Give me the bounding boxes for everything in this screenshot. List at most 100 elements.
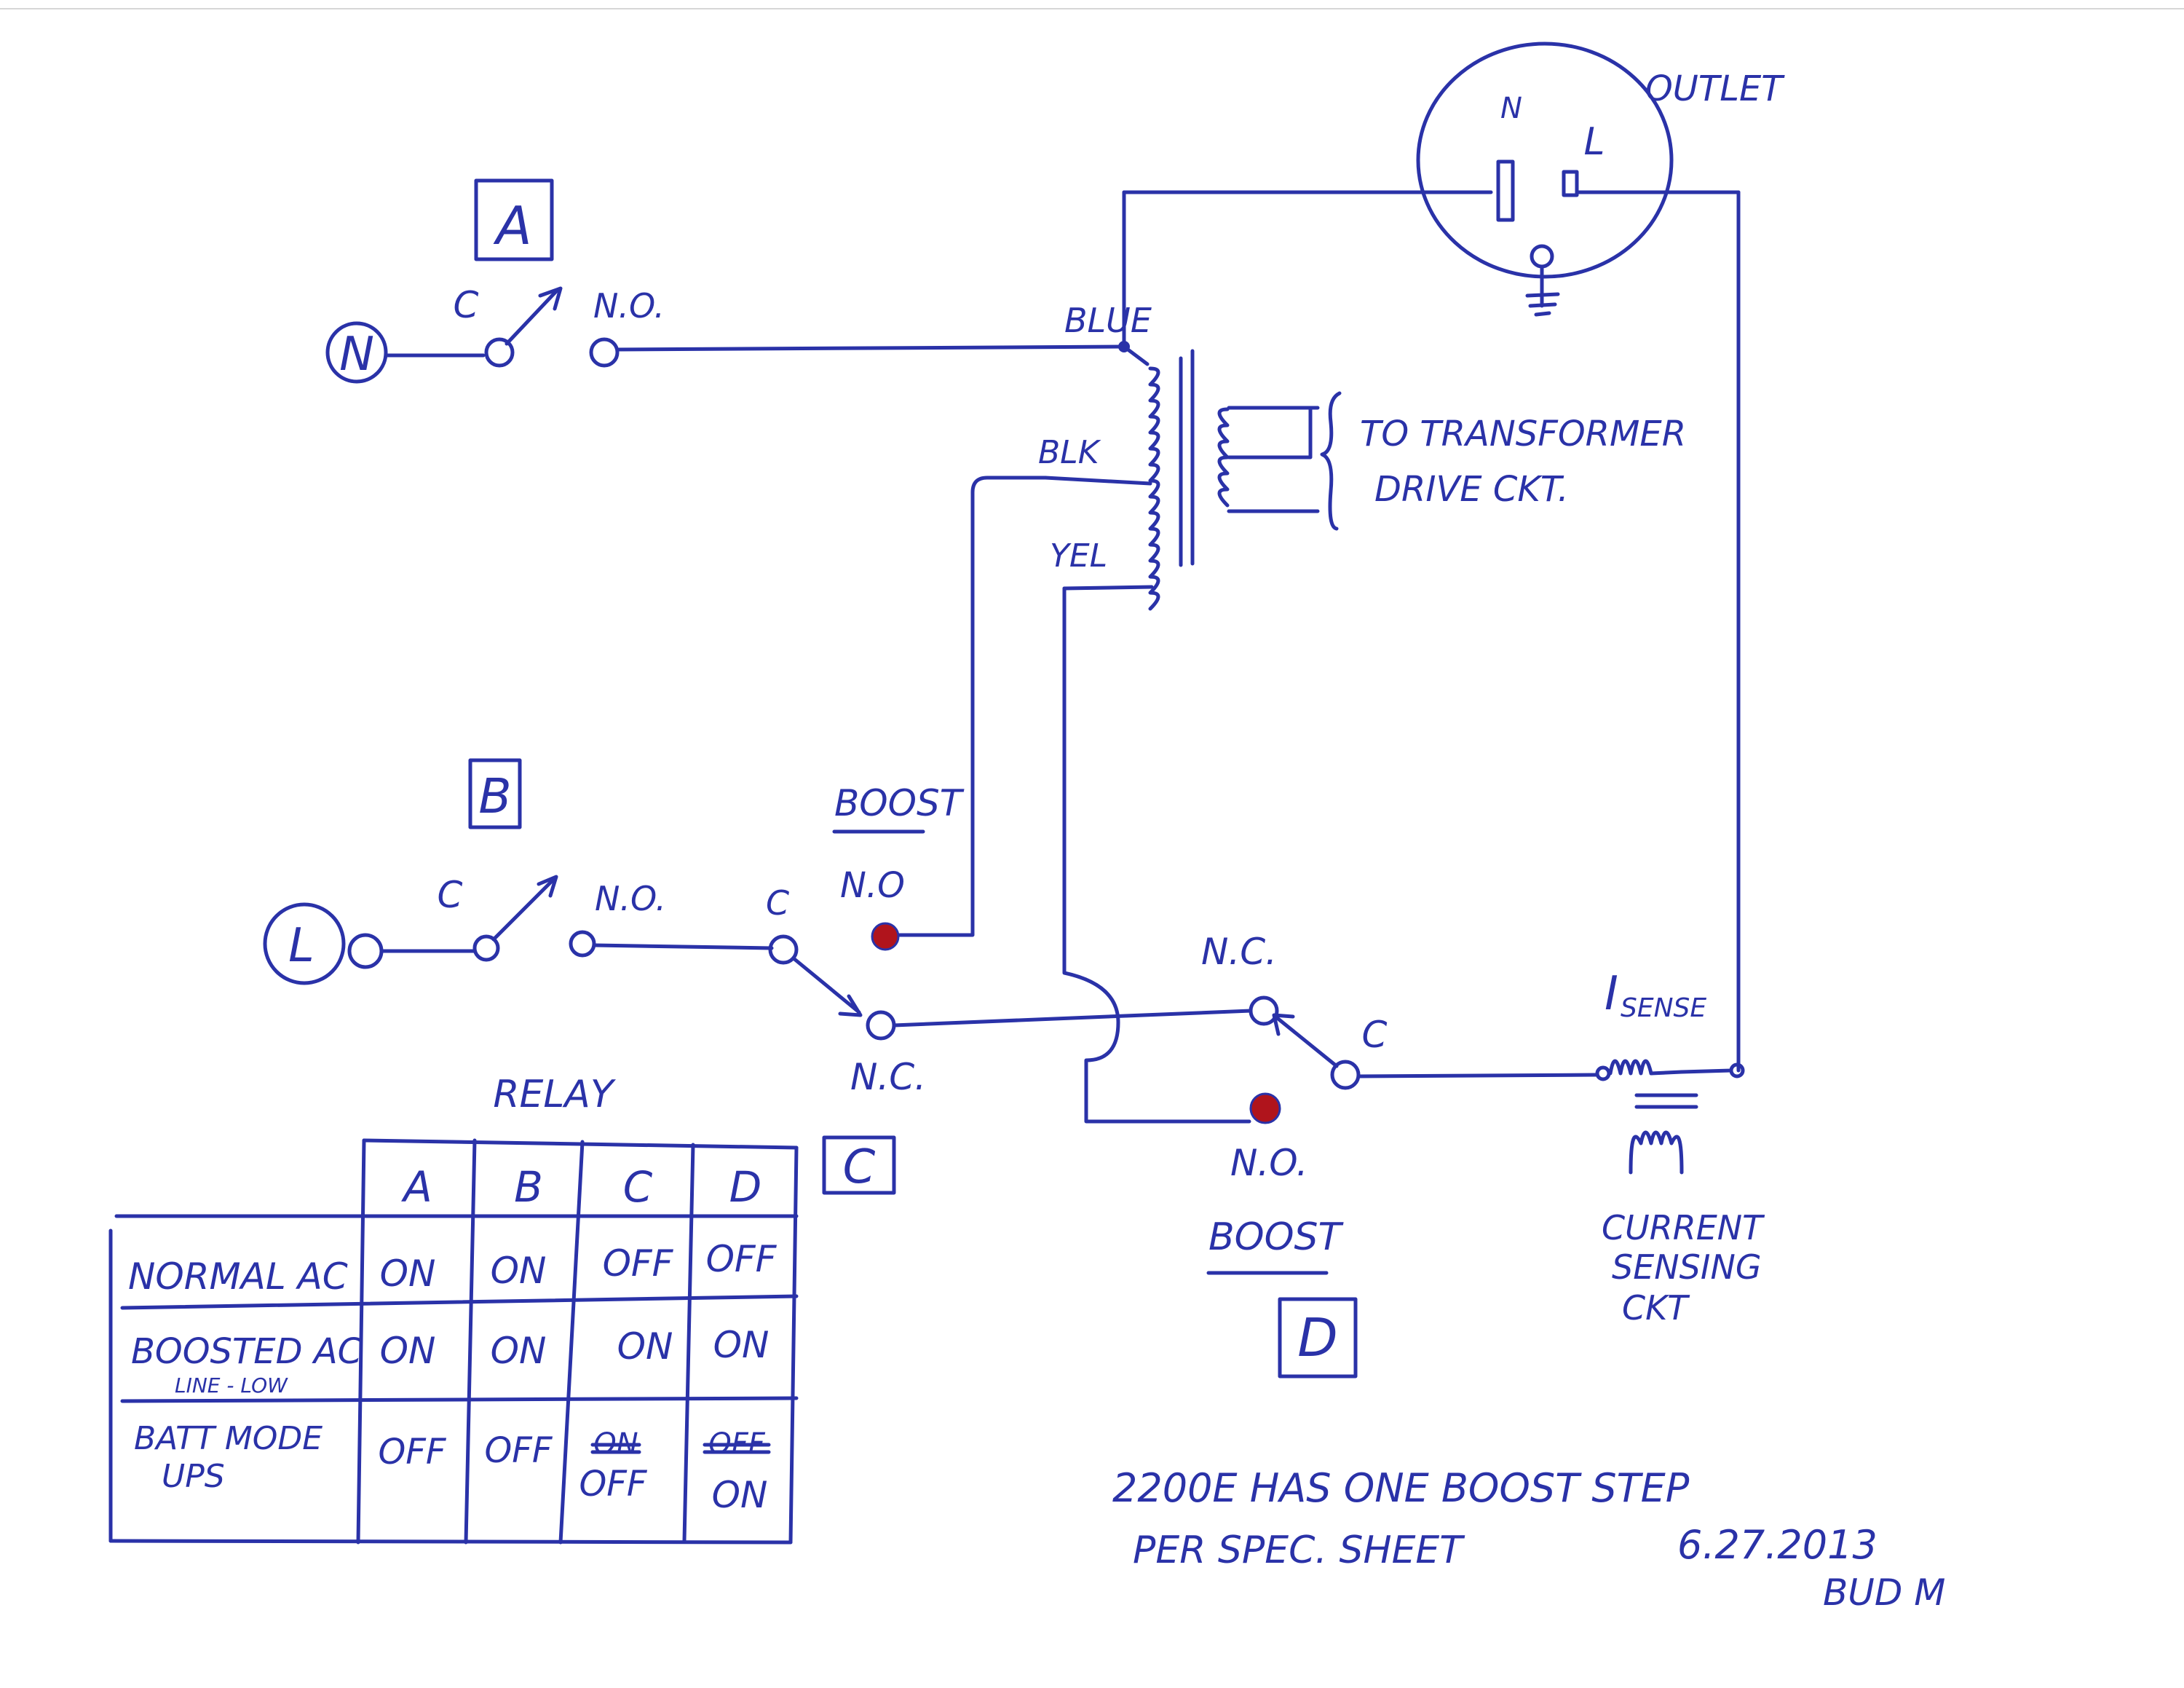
xfmr-brace	[1320, 391, 1342, 531]
table-cell: ON	[491, 1250, 547, 1292]
relay-b-no-contact	[569, 930, 596, 958]
table-cell: ON	[713, 1324, 769, 1366]
relay-d-box	[1278, 1297, 1358, 1379]
cs-label-2: SENSING	[1612, 1247, 1762, 1287]
cs-label-1: CURRENT	[1602, 1208, 1765, 1247]
d-to-isense-wire	[1356, 1073, 1598, 1078]
isense-right-lead	[1649, 1070, 1684, 1076]
table-cell: OFF	[379, 1432, 447, 1472]
table-cell: ON	[712, 1474, 768, 1516]
relay-a-c-label: C	[454, 284, 479, 326]
relay-c-nc-contact	[866, 1010, 896, 1041]
relay-d-nc-contact	[1249, 995, 1279, 1026]
relay-d-label: D	[1297, 1307, 1337, 1368]
primary-coil	[1148, 366, 1160, 611]
line-terminal-connector	[347, 933, 384, 969]
table-row-sub: UPS	[162, 1458, 225, 1495]
table-cell: ON	[380, 1253, 436, 1295]
relay-b-switch-arm	[491, 877, 555, 942]
isense-coil	[1608, 1059, 1653, 1076]
isense-left-terminal	[1595, 1065, 1611, 1081]
relay-b-c-label: C	[438, 874, 463, 916]
relay-a-no-label: N.O.	[593, 286, 665, 326]
table-cell: OFF	[579, 1464, 648, 1504]
blue-wire	[615, 344, 1126, 352]
relay-d-boost-label: BOOST	[1208, 1215, 1345, 1259]
outlet-body	[1416, 42, 1674, 279]
neutral-label: N	[339, 328, 374, 382]
relay-table-grid	[108, 1138, 799, 1545]
relay-d-no-contact	[1249, 1092, 1281, 1124]
isense-secondary-coil	[1629, 1130, 1684, 1175]
yel-wire-label: YEL	[1050, 537, 1107, 575]
line-terminal	[263, 902, 346, 985]
secondary-leads	[1227, 406, 1320, 513]
outlet-l-label: L	[1584, 120, 1605, 164]
relay-a-no-contact	[589, 337, 620, 368]
relay-b-box	[468, 758, 522, 829]
table-col-c: C	[623, 1162, 653, 1212]
yel-tap	[1062, 585, 1154, 591]
relay-d-nc-label: N.C.	[1201, 931, 1277, 973]
table-row-mode: BOOSTED AC	[131, 1331, 363, 1372]
table-cell: OFF	[706, 1238, 778, 1280]
relay-c-switch-arm	[791, 956, 861, 1014]
relay-a-switch-arm	[505, 288, 560, 346]
table-col-d: D	[729, 1162, 762, 1212]
outlet-n-label: N	[1500, 92, 1522, 125]
blue-to-coil	[1122, 344, 1150, 366]
isense-sub-label: SENSE	[1621, 993, 1706, 1023]
table-col-a: A	[400, 1162, 432, 1212]
relay-d-no-label: N.O.	[1230, 1142, 1308, 1184]
relay-c-label: C	[843, 1140, 876, 1194]
table-title: RELAY	[493, 1073, 617, 1116]
outlet-neutral-slot	[1496, 159, 1515, 222]
xfmr-label-2: DRIVE CKT.	[1374, 469, 1569, 510]
outlet-ground-pin	[1530, 244, 1554, 269]
relay-d-c-label: C	[1362, 1014, 1388, 1056]
isense-label: I	[1605, 967, 1618, 1021]
table-cell: OFF	[603, 1242, 674, 1285]
relay-a-label: A	[493, 195, 531, 256]
blk-wire	[898, 476, 1048, 937]
relay-c-common-contact	[768, 934, 799, 965]
table-cell: OFF	[485, 1430, 553, 1471]
note-line-1: 2200E HAS ONE BOOST STEP	[1112, 1465, 1690, 1511]
relay-b-common-contact	[472, 934, 500, 962]
relay-b-arm-arrow	[537, 875, 558, 898]
signature-date: 6.27.2013	[1677, 1522, 1878, 1568]
relay-c-boost-label: BOOST	[834, 782, 965, 824]
line-label: L	[288, 919, 314, 973]
relay-d-common-contact	[1330, 1060, 1361, 1090]
outlet-line-slot	[1562, 170, 1579, 197]
table-cell: ON	[491, 1330, 547, 1372]
relay-b-label: B	[478, 768, 511, 824]
outlet-label: OUTLET	[1645, 68, 1785, 109]
ground-symbol	[1525, 264, 1560, 317]
note-line-2: PER SPEC. SHEET	[1133, 1529, 1465, 1572]
relay-d-switch-arm	[1273, 1014, 1339, 1068]
blk-tap	[1043, 476, 1152, 486]
table-col-b: B	[514, 1162, 543, 1212]
relay-a-box	[474, 178, 554, 261]
blue-wire-label: BLUE	[1064, 301, 1152, 340]
relay-c-c-label: C	[766, 883, 789, 923]
relay-a-common-contact	[484, 337, 515, 368]
isense-to-right-wire	[1679, 1068, 1733, 1074]
relay-b-no-label: N.O.	[595, 879, 666, 918]
table-row-sub: LINE - LOW	[175, 1373, 288, 1397]
table-row-mode: BATT MODE	[134, 1420, 323, 1457]
relay-c-no-contact	[871, 922, 900, 951]
neutral-terminal	[325, 321, 388, 384]
yel-wire	[1062, 586, 1251, 1124]
table-cell: ON	[617, 1325, 673, 1368]
xfmr-label-1: TO TRANSFORMER	[1360, 414, 1686, 454]
relay-c-box	[822, 1135, 896, 1195]
relay-c-no-label: N.O	[840, 865, 905, 906]
relay-c-nc-label: N.C.	[850, 1056, 926, 1098]
secondary-coil	[1217, 407, 1230, 508]
relay-b-to-c-wire	[592, 943, 774, 950]
relay-a-arm-arrow	[538, 286, 563, 311]
table-cell: ON	[380, 1330, 436, 1372]
